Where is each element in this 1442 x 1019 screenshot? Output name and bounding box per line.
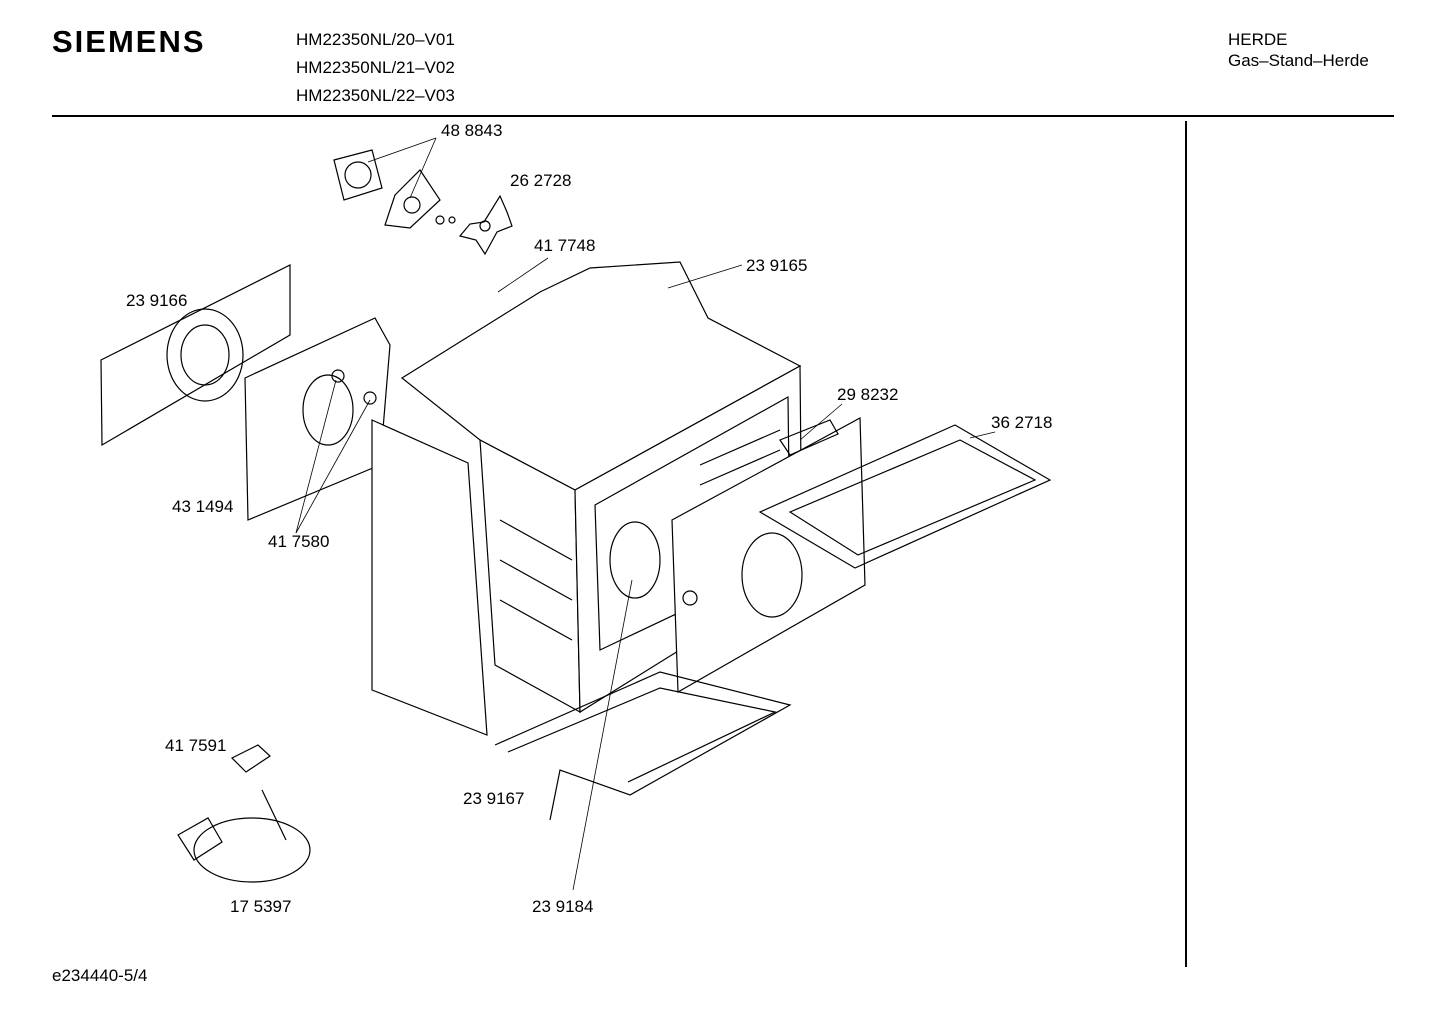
part-label-239167: 23 9167 xyxy=(463,789,525,808)
part-label-488843: 48 8843 xyxy=(441,121,503,140)
part-label-417591: 41 7591 xyxy=(165,736,227,755)
part-label-362718: 36 2718 xyxy=(991,413,1053,432)
document-code: e234440-5/4 xyxy=(52,966,148,985)
model-number-1: HM22350NL/20–V01 xyxy=(296,30,455,49)
header-divider xyxy=(52,115,1394,117)
side-insulation-part xyxy=(371,419,488,736)
bottom-heating-element-part xyxy=(494,671,792,821)
part-label-417748: 41 7748 xyxy=(534,236,596,255)
brand-logo: SIEMENS xyxy=(52,24,206,59)
power-cord-part xyxy=(177,789,311,883)
subcategory-label: Gas–Stand–Herde xyxy=(1228,51,1369,70)
part-label-417580: 41 7580 xyxy=(268,532,330,551)
part-label-262728: 26 2728 xyxy=(510,171,572,190)
model-number-3: HM22350NL/22–V03 xyxy=(296,86,455,105)
part-label-239184: 23 9184 xyxy=(532,897,594,916)
fan-wheel-part xyxy=(435,194,513,256)
part-label-175397: 17 5397 xyxy=(230,897,292,916)
part-label-298232: 29 8232 xyxy=(837,385,899,404)
leader-lines xyxy=(295,137,996,891)
terminal-block-part xyxy=(230,744,271,773)
part-label-239166: 23 9166 xyxy=(126,291,188,310)
category-label: HERDE xyxy=(1228,30,1288,49)
part-label-239165: 23 9165 xyxy=(746,256,808,275)
back-panel-part xyxy=(100,264,291,447)
model-number-2: HM22350NL/21–V02 xyxy=(296,58,455,77)
part-label-431494: 43 1494 xyxy=(172,497,234,516)
side-divider xyxy=(1185,121,1187,967)
fan-motor-part xyxy=(333,149,441,229)
grill-heating-element-part xyxy=(758,419,1052,569)
